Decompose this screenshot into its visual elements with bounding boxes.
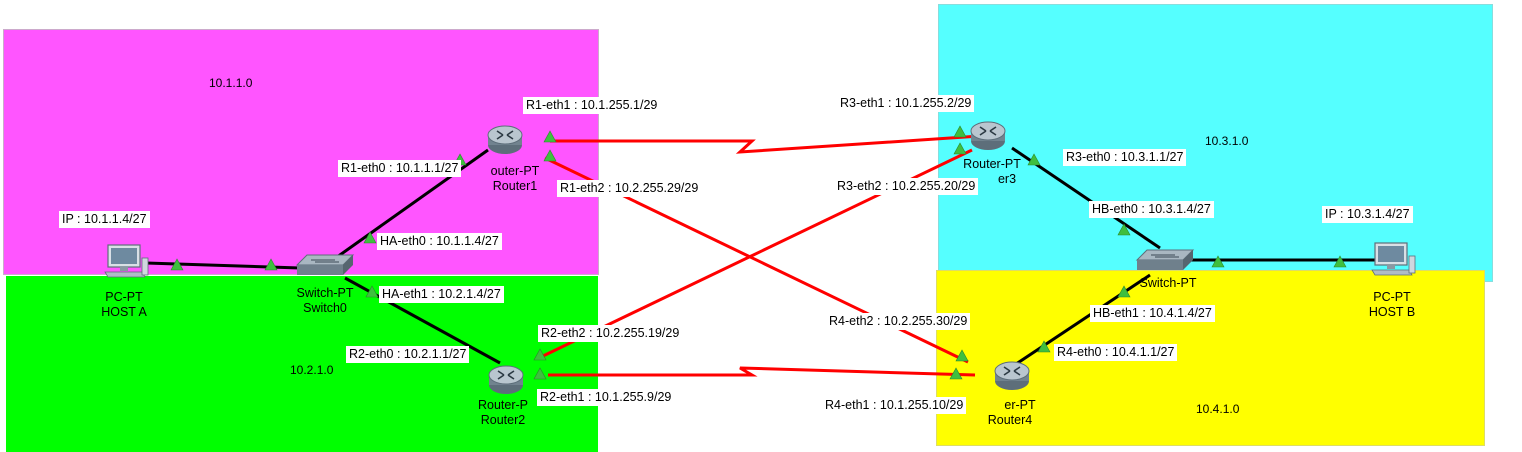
- switch0-name: Switch0: [303, 301, 347, 315]
- router3-label: Router-PT er3: [963, 157, 1021, 187]
- link-up-triangle-icon: [264, 258, 278, 271]
- switch1-type: Switch-PT: [1139, 276, 1197, 290]
- link-up-triangle-icon: [533, 348, 547, 361]
- hosta-label: PC-PT HOST A: [101, 290, 147, 320]
- switch0-type: Switch-PT: [296, 286, 354, 300]
- ha-eth1-label: HA-eth1 : 10.2.1.4/27: [379, 286, 504, 303]
- router-icon[interactable]: [487, 125, 523, 154]
- router3-type: Router-PT: [963, 157, 1021, 171]
- link-up-triangle-icon: [953, 125, 967, 138]
- link-hosta-switch0[interactable]: [145, 261, 301, 270]
- hosta-ip-label: IP : 10.1.1.4/27: [59, 211, 150, 228]
- zone-label-10-4-1-0: 10.4.1.0: [1196, 402, 1240, 416]
- hb-eth0-label: HB-eth0 : 10.3.1.4/27: [1089, 201, 1214, 218]
- link-up-triangle-icon: [1333, 255, 1347, 268]
- r3-eth2-label: R3-eth2 : 10.2.255.20/29: [834, 178, 979, 195]
- link-r2-r4[interactable]: [548, 366, 976, 377]
- link-up-triangle-icon: [543, 130, 557, 143]
- hostb-name: HOST B: [1368, 305, 1416, 319]
- zone-label-10-2-1-0: 10.2.1.0: [290, 363, 334, 377]
- link-up-triangle-icon: [365, 285, 379, 298]
- link-up-triangle-icon: [1117, 223, 1131, 236]
- r2-eth1-label: R2-eth1 : 10.1.255.9/29: [537, 389, 675, 406]
- router2-name: Router2: [480, 413, 526, 427]
- router1-label: outer-PT Router1: [491, 164, 540, 194]
- router-icon[interactable]: [488, 365, 524, 394]
- link-up-triangle-icon: [1037, 340, 1051, 353]
- router4-type: er-PT: [1004, 398, 1036, 412]
- link-r1-r3[interactable]: [550, 134, 981, 154]
- pc-icon[interactable]: [104, 244, 149, 278]
- link-up-triangle-icon: [170, 258, 184, 271]
- router1-type: outer-PT: [490, 164, 540, 178]
- link-switch0-r1[interactable]: [329, 148, 489, 264]
- router4-label: er-PT Router4: [984, 398, 1036, 428]
- r1-eth2-label: R1-eth2 : 10.2.255.29/29: [557, 180, 702, 197]
- link-up-triangle-icon: [949, 367, 963, 380]
- hosta-type: PC-PT: [105, 290, 143, 304]
- hostb-ip-label: IP : 10.3.1.4/27: [1322, 206, 1413, 223]
- ha-eth0-label: HA-eth0 : 10.1.1.4/27: [377, 233, 502, 250]
- zone-label-10-3-1-0: 10.3.1.0: [1205, 134, 1249, 148]
- hostb-type: PC-PT: [1373, 290, 1411, 304]
- router1-name: Router1: [492, 179, 538, 193]
- link-up-triangle-icon: [533, 367, 547, 380]
- link-up-triangle-icon: [363, 231, 377, 244]
- port-indicators: [170, 125, 1347, 380]
- switch1-label: Switch-PT: [1140, 276, 1197, 291]
- switch-icon[interactable]: [295, 254, 355, 275]
- hosta-name: HOST A: [101, 305, 147, 319]
- r2-eth2-label: R2-eth2 : 10.2.255.19/29: [538, 325, 683, 342]
- router2-type: Router-P: [477, 398, 529, 412]
- router2-label: Router-P Router2: [478, 398, 528, 428]
- hb-eth1-label: HB-eth1 : 10.4.1.4/27: [1090, 305, 1215, 322]
- r2-eth0-label: R2-eth0 : 10.2.1.1/27: [346, 346, 470, 363]
- link-up-triangle-icon: [543, 149, 557, 162]
- link-up-triangle-icon: [1211, 255, 1225, 268]
- link-up-triangle-icon: [953, 142, 967, 155]
- r1-eth1-label: R1-eth1 : 10.1.255.1/29: [523, 97, 661, 114]
- link-up-triangle-icon: [955, 349, 969, 362]
- router3-name: er3: [997, 172, 1017, 186]
- r4-eth2-label: R4-eth2 : 10.2.255.30/29: [826, 313, 971, 330]
- router4-name: Router4: [987, 413, 1033, 427]
- link-up-triangle-icon: [1027, 153, 1041, 166]
- pc-icon[interactable]: [1371, 242, 1416, 276]
- link-up-triangle-icon: [1117, 285, 1131, 298]
- switch0-label: Switch-PT Switch0: [297, 286, 354, 316]
- r4-eth0-label: R4-eth0 : 10.4.1.1/27: [1054, 344, 1178, 361]
- router-icon[interactable]: [970, 121, 1006, 150]
- r3-eth1-label: R3-eth1 : 10.1.255.2/29: [837, 95, 975, 112]
- switch-icon[interactable]: [1135, 249, 1195, 270]
- r1-eth0-label: R1-eth0 : 10.1.1.1/27: [338, 160, 462, 177]
- r4-eth1-label: R4-eth1 : 10.1.255.10/29: [822, 397, 967, 414]
- hostb-label: PC-PT HOST B: [1369, 290, 1415, 320]
- zone-label-10-1-1-0: 10.1.1.0: [209, 76, 253, 90]
- r3-eth0-label: R3-eth0 : 10.3.1.1/27: [1063, 149, 1187, 166]
- router-icon[interactable]: [994, 361, 1030, 390]
